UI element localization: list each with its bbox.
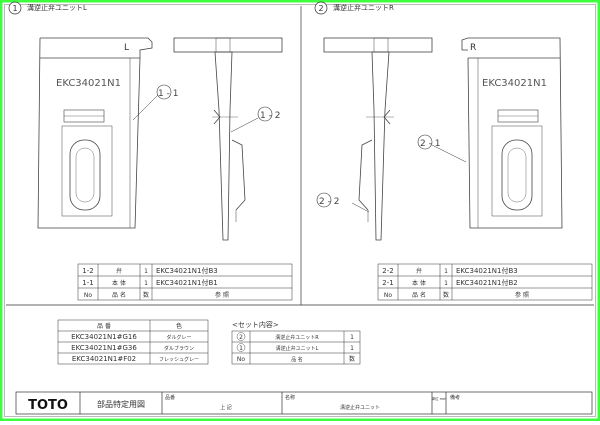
variants-header-color: 色: [176, 322, 182, 330]
right-callout-b-leader: [351, 202, 370, 213]
left-row2-qty: 1: [144, 280, 148, 287]
right-footer-no: No: [384, 292, 392, 299]
variant-row3-color: フレッシュグレー: [159, 356, 199, 363]
set-footer-qty: 数: [349, 355, 355, 363]
set-row2-name: 溝逆止弁ユニットL: [276, 345, 319, 352]
left-header-num: 1: [12, 4, 17, 13]
set-row1-qty: 1: [350, 334, 354, 341]
toto-logo: TOTO: [28, 398, 68, 413]
right-side-letter: R: [470, 43, 476, 53]
right-footer-qty: 数: [443, 291, 449, 299]
left-row1-no: 1-2: [82, 267, 93, 275]
right-row2-no: 2-1: [382, 279, 393, 287]
left-callout-b: 1 - 2: [260, 111, 280, 121]
right-callout-b: 2 - 2: [319, 197, 339, 207]
set-row1-no: 2: [239, 334, 243, 341]
variant-row3-code: EKC34021N1#F02: [72, 355, 136, 363]
left-header-title: 溝逆止弁ユニットL: [27, 3, 87, 12]
left-footer-note: 参 照: [215, 291, 229, 299]
set-title: <セット内容>: [232, 320, 279, 329]
left-footer-qty: 数: [143, 291, 149, 299]
left-footer-name: 品 名: [112, 291, 126, 299]
left-front-view: [37, 37, 153, 229]
variant-row1-code: EKC34021N1#G16: [71, 333, 137, 341]
left-footer-no: No: [84, 292, 92, 299]
set-row2-no: 1: [239, 345, 243, 352]
right-row1-name: 弁: [416, 267, 422, 275]
right-row2-name: 本 体: [412, 279, 426, 287]
field2-label: 名称: [285, 394, 295, 401]
right-header-title: 溝逆止弁ユニットR: [333, 3, 394, 12]
doc-type: 部品特定用図: [97, 399, 145, 409]
left-header-circle: [8, 1, 22, 15]
left-parts-table: [77, 263, 293, 301]
left-callout-a-leader: [132, 94, 159, 121]
left-callout-a: 1 - 1: [158, 89, 178, 99]
right-footer-note: 参 照: [515, 291, 529, 299]
remarks-label: 備考: [450, 394, 460, 401]
right-front-view: [461, 37, 563, 229]
variants-table: 品 番 色 EKC34021N1#G16 ダルグレー EKC34021N1#G3…: [57, 319, 209, 365]
left-side-view: [173, 37, 283, 241]
right-side-view: [323, 37, 433, 241]
left-callout-b-leader: [230, 117, 259, 133]
left-row2-name: 本 体: [112, 279, 126, 287]
left-side-letter: L: [124, 43, 129, 53]
left-part-code: EKC34021N1: [56, 78, 121, 89]
right-row1-note: EKC34021N1付B3: [456, 266, 518, 275]
right-header-num: 2: [318, 4, 323, 13]
left-row1-name: 弁: [116, 267, 122, 275]
field1-value: 上 記: [220, 404, 232, 411]
left-callout-b-circle: [257, 106, 273, 122]
right-row2-qty: 1: [444, 280, 448, 287]
left-section: 1 溝逆止弁ユニットL L EKC34021N1 1 - 1: [8, 1, 293, 301]
inner-border: [4, 4, 596, 417]
set-row2-circle: [236, 343, 246, 352]
set-row1-name: 溝逆止弁ユニットR: [275, 334, 319, 341]
right-header-circle: [314, 1, 328, 15]
variant-row2-code: EKC34021N1#G36: [71, 344, 137, 352]
set-contents: <セット内容> 2 溝逆止弁ユニットR 1 1 溝逆止弁ユニットL 1 No 品…: [231, 320, 361, 365]
variant-row1-color: ダルグレー: [166, 334, 191, 341]
right-section: 2 溝逆止弁ユニットR 2 - 2 R EKC34021N1: [314, 1, 593, 301]
right-callout-b-circle: [316, 192, 332, 208]
right-part-code: EKC34021N1: [482, 78, 547, 89]
right-callout-a-leader: [431, 144, 467, 163]
left-row2-note: EKC34021N1付B1: [156, 278, 218, 287]
set-row1-circle: [236, 332, 246, 341]
field1-label: 品番: [165, 394, 175, 401]
right-row1-no: 2-2: [382, 267, 393, 275]
set-footer-name: 品 名: [291, 356, 303, 363]
variants-header-code: 品 番: [97, 323, 111, 330]
field2-value: 溝逆止弁ユニット: [340, 404, 380, 411]
variant-row2-color: ダルブラウン: [164, 345, 194, 352]
left-callout-a-circle: [156, 84, 172, 100]
left-row2-no: 1-1: [82, 279, 93, 287]
right-row2-note: EKC34021N1付B2: [456, 278, 518, 287]
title-block: TOTO 部品特定用図 品番 上 記 名称 溝逆止弁ユニット 単位 mm 備考: [15, 391, 593, 415]
set-footer-no: No: [237, 356, 245, 363]
right-row1-qty: 1: [444, 268, 448, 275]
left-row1-qty: 1: [144, 268, 148, 275]
set-row2-qty: 1: [350, 345, 354, 352]
right-callout-a: 2 - 1: [420, 139, 440, 149]
left-row1-note: EKC34021N1付B3: [156, 266, 218, 275]
right-parts-table: [377, 263, 593, 301]
right-footer-name: 品 名: [412, 291, 426, 299]
right-callout-a-circle: [417, 134, 433, 150]
unit-label: 単位 mm: [432, 396, 448, 401]
